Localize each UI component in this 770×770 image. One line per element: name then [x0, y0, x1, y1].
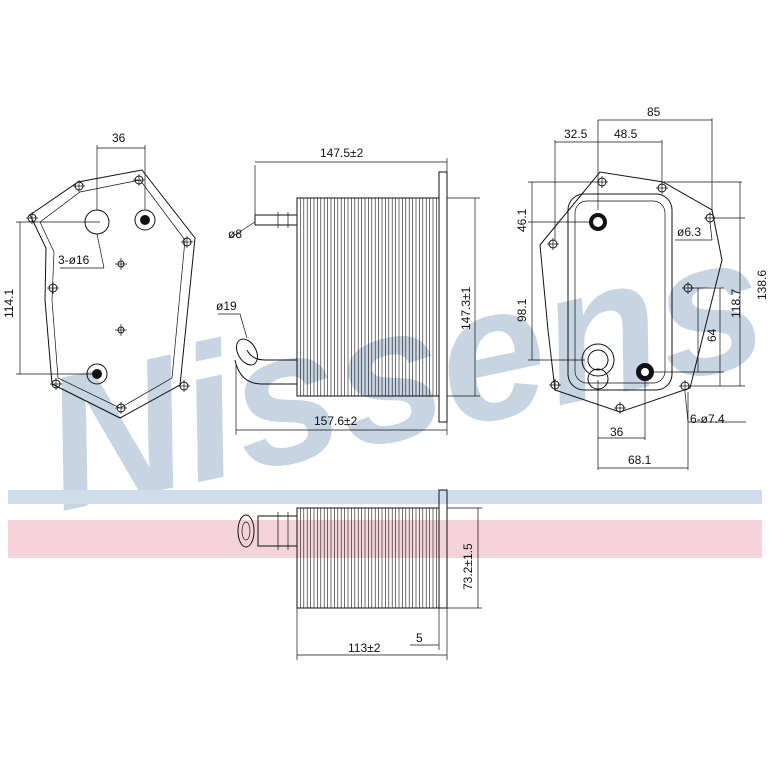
front-large-pipe	[246, 349, 297, 361]
right-view: 85 32.5 48.5 46.1 98.1 ø6.3 138.6 118.7 …	[515, 105, 769, 470]
left-port-right-fill	[140, 215, 150, 225]
dim-bottom-5: 5	[416, 631, 423, 645]
bottom-pipe-end	[237, 514, 255, 548]
bottom-fins	[300, 508, 437, 608]
bottom-flange	[438, 489, 448, 609]
label-6-holes: 6-ø7.4	[690, 412, 725, 426]
left-flange-outline	[29, 169, 196, 419]
dim-right-98-1: 98.1	[515, 298, 529, 322]
blue-band	[8, 490, 762, 504]
left-view: 36 114.1 3-ø16	[2, 131, 196, 419]
front-view: ø8 ø19 147.5±2 157.6±2 147.3±1	[216, 146, 480, 435]
dim-right-64: 64	[705, 328, 719, 342]
bottom-view: 73.2±1.5 113±2 5	[237, 489, 482, 660]
dim-bottom-73-2: 73.2±1.5	[461, 543, 475, 590]
bottom-pipe	[257, 515, 298, 547]
front-small-pipe	[254, 214, 298, 226]
label-pipe-8: ø8	[228, 227, 242, 241]
dim-right-36: 36	[610, 425, 624, 439]
dim-right-32-5: 32.5	[564, 127, 588, 141]
left-flange-inner	[39, 179, 186, 409]
dim-right-68-1: 68.1	[628, 453, 652, 467]
front-fins	[300, 198, 437, 396]
label-pipe-19: ø19	[216, 299, 237, 313]
dim-front-147-3: 147.3±1	[459, 286, 473, 330]
dim-front-147-5: 147.5±2	[320, 146, 364, 160]
dim-right-48-5: 48.5	[614, 127, 638, 141]
dim-left-114: 114.1	[2, 289, 16, 318]
label-3-holes: 3-ø16	[58, 253, 90, 267]
label-hole-6-3: ø6.3	[677, 225, 701, 239]
dim-right-46-1: 46.1	[515, 208, 529, 232]
dim-right-118-7: 118.7	[729, 289, 743, 318]
red-band	[8, 520, 762, 558]
dim-front-157-6: 157.6±2	[314, 414, 358, 428]
left-mount-holes	[26, 174, 193, 414]
right-flange-inner	[567, 193, 673, 391]
dim-right-138-6: 138.6	[755, 270, 769, 300]
dim-right-85: 85	[647, 105, 661, 119]
front-flange	[438, 171, 448, 423]
dim-bottom-113: 113±2	[348, 641, 381, 655]
dim-left-36: 36	[112, 131, 126, 145]
